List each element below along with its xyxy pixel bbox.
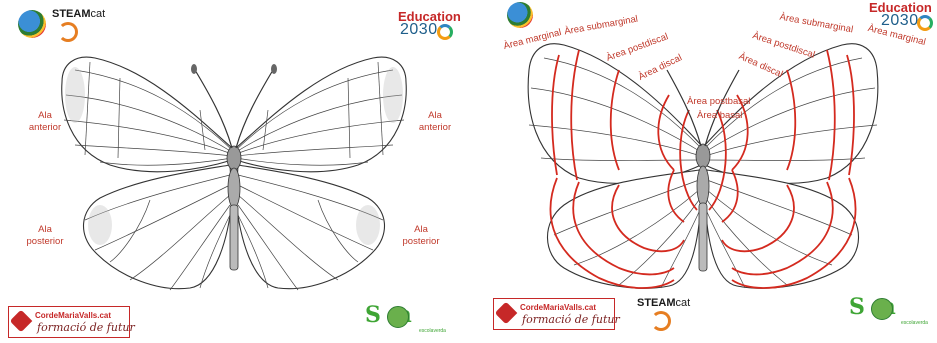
label-line: posterior	[18, 236, 72, 248]
steamcat-mark-icon	[58, 22, 78, 42]
butterfly-wing-areas-panel: Education 2030 Àrea marginal Àrea submar…	[469, 0, 937, 343]
cordemariavalls-logo: CordeMariaValls.cat formació de futur	[493, 298, 615, 330]
steamcat-mark-icon	[651, 311, 671, 331]
label-line: anterior	[410, 122, 460, 134]
education-ring-icon	[437, 24, 453, 40]
cordem-tagline: formació de futur	[522, 313, 620, 326]
steamcat-bold: STEAM	[52, 8, 91, 20]
tree-icon	[871, 298, 893, 320]
steamcat-logo: STEAMcat	[637, 297, 690, 309]
tree-icon	[387, 306, 409, 328]
som-sub: escolaverda	[419, 328, 446, 334]
cordem-name: CordeMariaValls.cat	[520, 303, 596, 312]
cordem-tagline: formació de futur	[37, 321, 135, 334]
education-year: 2030	[400, 21, 438, 39]
som-escolaverda-logo: S m escolaverda	[365, 300, 455, 336]
label-line: Ala	[410, 110, 460, 122]
globe-logo	[18, 10, 46, 38]
label-area-postbasal: Àrea postbasal	[687, 96, 750, 108]
education-ring-icon	[917, 15, 933, 31]
steamcat-rest: cat	[676, 297, 691, 309]
steamcat-bold: STEAM	[637, 297, 676, 309]
label-ala-posterior-left: Ala posterior	[18, 224, 72, 248]
label-line: posterior	[394, 236, 448, 248]
label-line: Ala	[394, 224, 448, 236]
cordem-name: CordeMariaValls.cat	[35, 311, 111, 320]
label-line: anterior	[20, 122, 70, 134]
label-ala-anterior-right: Ala anterior	[410, 110, 460, 134]
cordemariavalls-logo: CordeMariaValls.cat formació de futur	[8, 306, 130, 338]
butterfly-wing-parts-panel: STEAMcat Education 2030 Ala anterior Ala…	[0, 0, 468, 343]
label-line: Ala	[20, 110, 70, 122]
heart-icon	[10, 310, 33, 333]
heart-icon	[495, 302, 518, 325]
label-area-basal: Àrea basal	[697, 110, 742, 122]
steamcat-rest: cat	[91, 8, 106, 20]
som-sub: escolaverda	[901, 320, 928, 326]
globe-logo	[507, 2, 533, 28]
label-ala-posterior-right: Ala posterior	[394, 224, 448, 248]
butterfly-drawing	[0, 0, 468, 343]
steamcat-logo: STEAMcat	[52, 8, 105, 20]
label-line: Ala	[18, 224, 72, 236]
label-ala-anterior-left: Ala anterior	[20, 110, 70, 134]
som-escolaverda-logo: S m escolaverda	[849, 292, 934, 328]
